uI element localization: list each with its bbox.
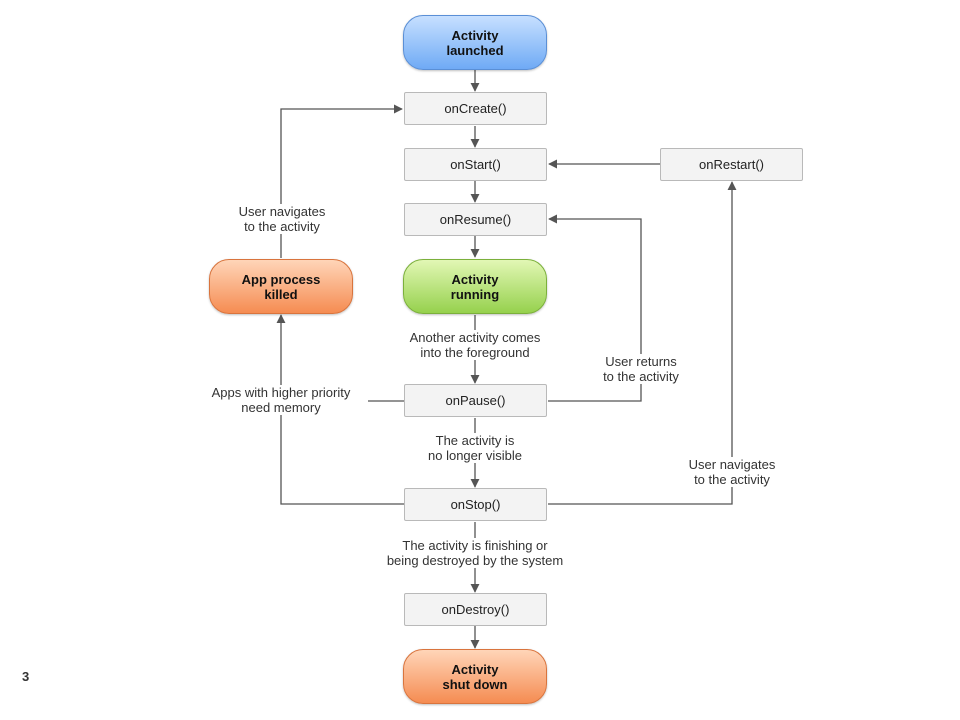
onresume-box: onResume() — [404, 203, 547, 236]
ondestroy-box: onDestroy() — [404, 593, 547, 626]
oncreate-label: onCreate() — [444, 101, 507, 116]
activity-shut-down-state: Activity shut down — [403, 649, 547, 704]
slide-number: 3 — [22, 669, 30, 684]
higher-priority-apps-note: Apps with higher priority need memory — [196, 385, 366, 415]
onresume-label: onResume() — [439, 212, 512, 227]
user-returns-note: User returns to the activity — [590, 354, 692, 384]
app-process-killed-label: App process killed — [241, 271, 321, 302]
onrestart-box: onRestart() — [660, 148, 803, 181]
onstart-label: onStart() — [450, 157, 501, 172]
onstop-label: onStop() — [450, 497, 501, 512]
onpause-label: onPause() — [445, 393, 506, 408]
activity-shut-down-label: Activity shut down — [442, 661, 508, 692]
onstart-box: onStart() — [404, 148, 547, 181]
arrow-onstop-to-onrestart — [548, 181, 737, 505]
app-process-killed-state: App process killed — [209, 259, 353, 314]
user-navigates-note-left: User navigates to the activity — [222, 204, 342, 234]
onpause-box: onPause() — [404, 384, 547, 417]
arrow-onpause-to-onresume — [548, 214, 642, 402]
user-navigates-note-right: User navigates to the activity — [672, 457, 792, 487]
activity-running-label: Activity running — [450, 271, 500, 302]
activity-launched-state: Activity launched — [403, 15, 547, 70]
activity-running-state: Activity running — [403, 259, 547, 314]
another-activity-foreground-note: Another activity comes into the foregrou… — [395, 330, 555, 360]
no-longer-visible-note: The activity is no longer visible — [415, 433, 535, 463]
arrow-killed-to-oncreate — [280, 104, 403, 258]
activity-launched-label: Activity launched — [446, 27, 504, 58]
ondestroy-label: onDestroy() — [441, 602, 510, 617]
oncreate-box: onCreate() — [404, 92, 547, 125]
onrestart-label: onRestart() — [698, 157, 765, 172]
onstop-box: onStop() — [404, 488, 547, 521]
finishing-or-destroyed-note: The activity is finishing or being destr… — [370, 538, 580, 568]
arrow-onstop-to-killed — [276, 314, 404, 505]
